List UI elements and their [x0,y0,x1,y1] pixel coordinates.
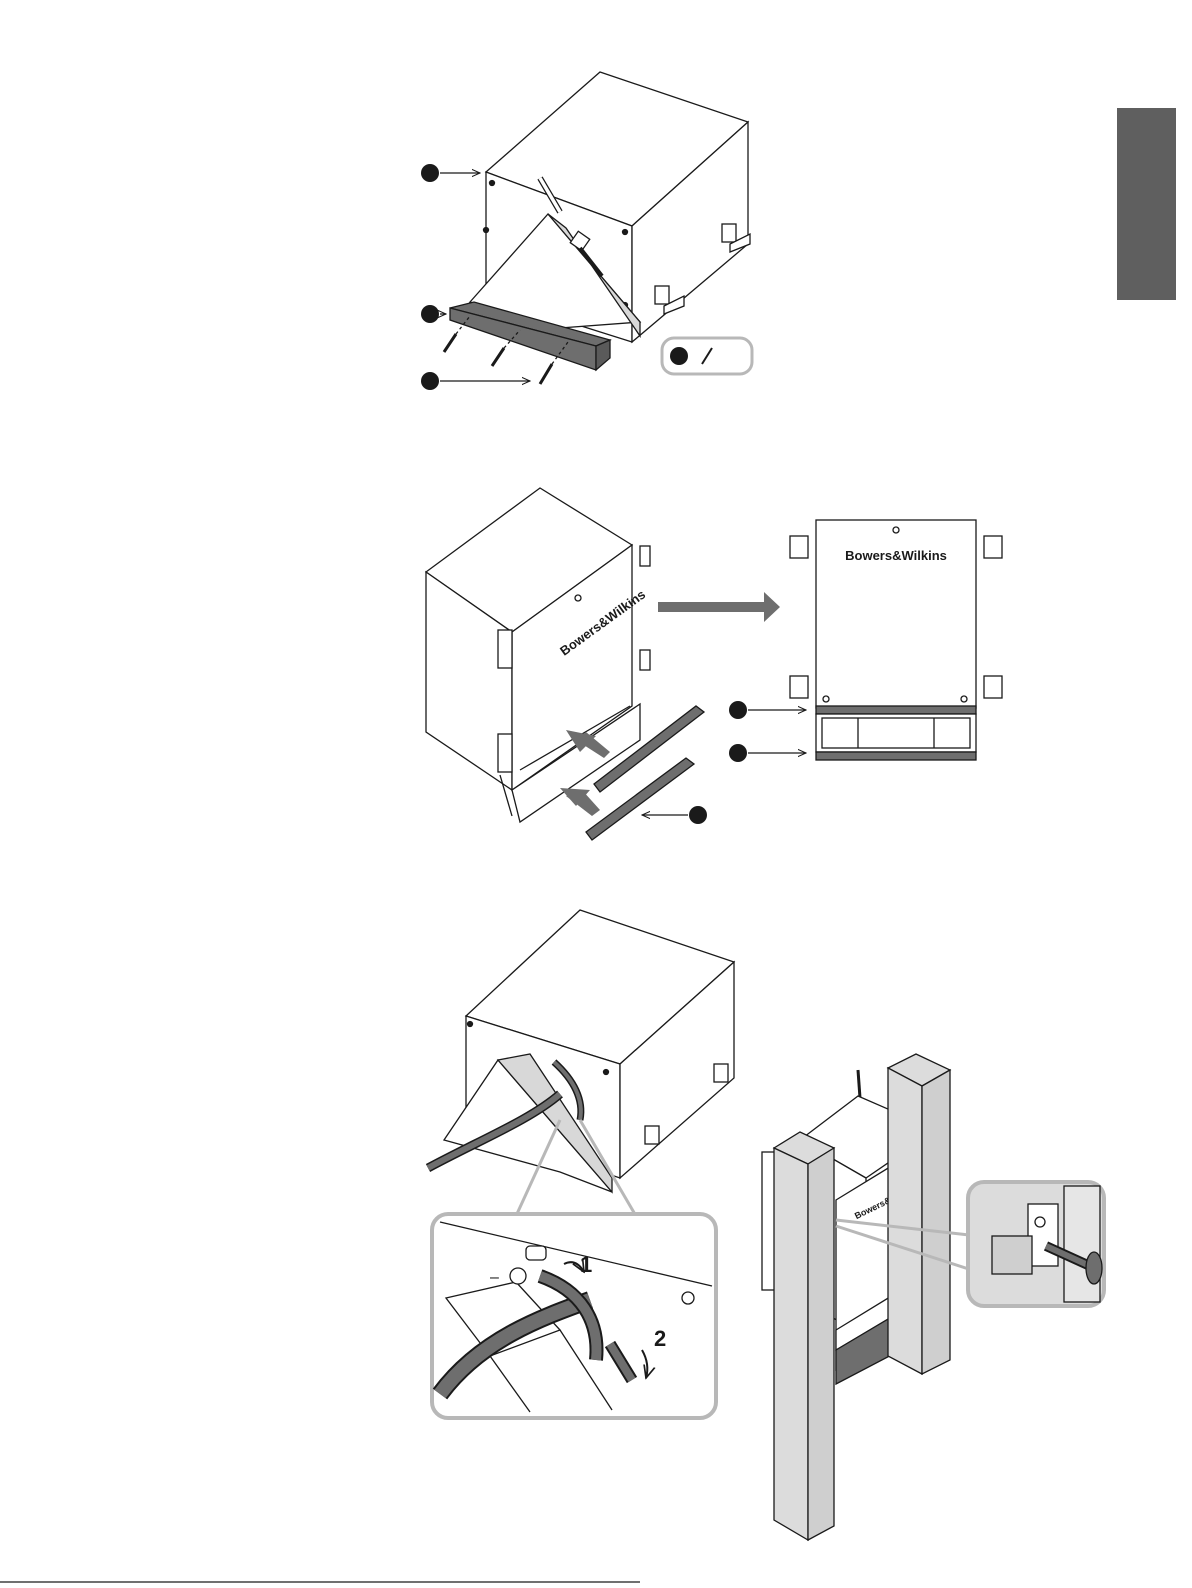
callout-marker [421,372,439,390]
figure-3-connect-cable: 1 2 – [428,910,734,1418]
figure-3-installed-in-wall: Bowers&Wilkins [762,1054,1104,1540]
step-2-label: 2 [654,1326,666,1351]
figure-2-fit-trims: Bowers&Wilkins Bowers&Wilkins [426,488,1002,840]
callout-marker [421,164,439,182]
callout-marker [729,744,747,762]
figure-1-attach-trim [421,72,752,390]
arrow-right-icon [658,592,780,622]
step-1-label: 1 [580,1252,592,1277]
callout-marker [421,305,439,323]
callout-marker [729,701,747,719]
brand-logo-front: Bowers&Wilkins [845,548,947,563]
minus-terminal-label: – [490,1269,499,1286]
callout-marker [689,806,707,824]
